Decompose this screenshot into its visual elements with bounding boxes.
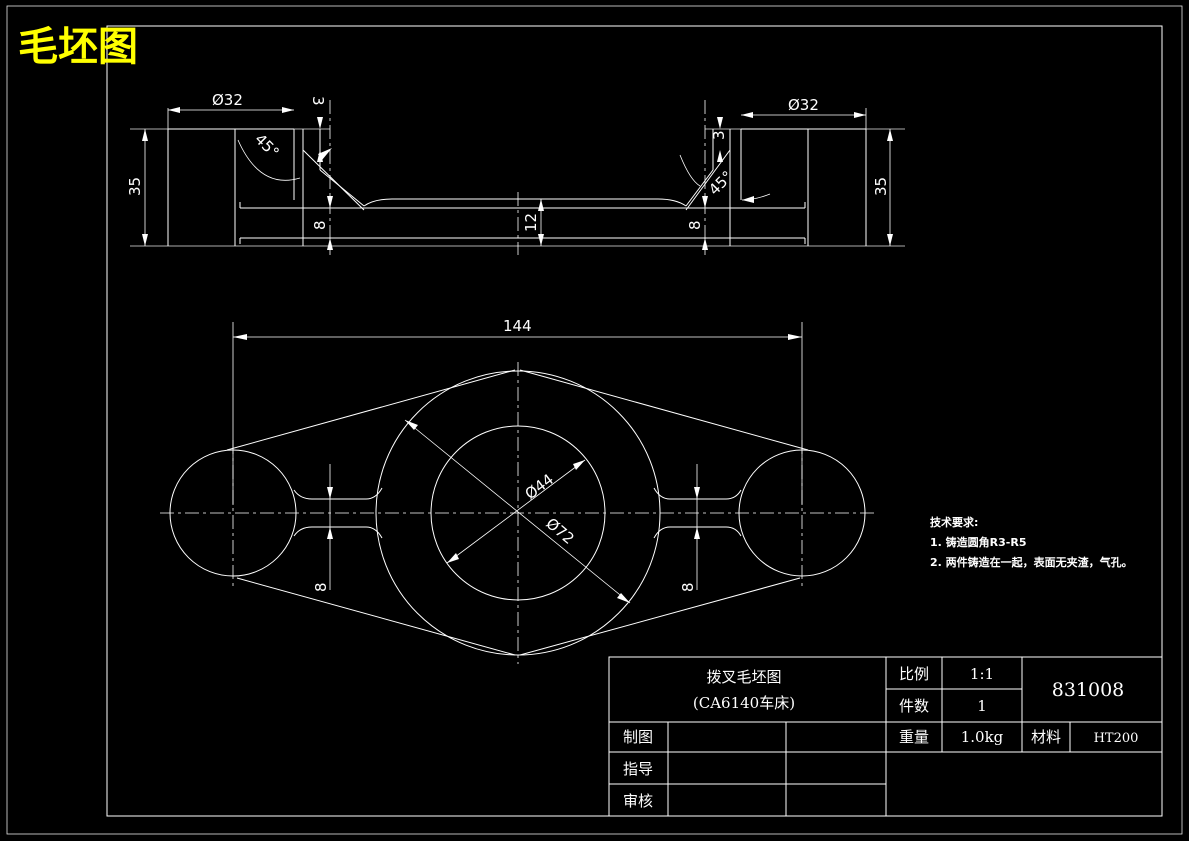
drawing-number: 831008: [1052, 679, 1125, 701]
dim-top-right-dia: Ø32: [788, 96, 819, 114]
material-label: 材料: [1031, 728, 1061, 746]
section-view: Ø32 Ø32 35 35 3 3 45° 45°: [126, 91, 905, 255]
outer-frame: [6, 5, 1183, 835]
dim-right-angle: 45°: [705, 167, 737, 199]
title-part-name: 拨叉毛坯图: [706, 668, 781, 686]
svg-text:2. 两件铸造在一起，表面无夹渣，气孔。: 2. 两件铸造在一起，表面无夹渣，气孔。: [930, 555, 1133, 569]
dim-overall-length: 144: [503, 317, 532, 335]
dim-top-left-dia: Ø32: [212, 91, 243, 109]
dim-left-chamfer: 3: [309, 96, 327, 106]
quantity-label: 件数: [899, 697, 929, 715]
scale-value: 1:1: [970, 665, 994, 683]
dim-left-rib: 8: [311, 220, 329, 230]
dim-right-height: 35: [872, 177, 890, 196]
checked-label: 审核: [623, 792, 653, 810]
dim-left-angle: 45°: [251, 130, 283, 162]
dim-left-height: 35: [126, 177, 144, 196]
material-value: HT200: [1094, 731, 1139, 746]
technical-notes: 技术要求: 1. 铸造圆角R3-R5 2. 两件铸造在一起，表面无夹渣，气孔。: [930, 515, 1133, 569]
dim-right-rib: 8: [686, 220, 704, 230]
weight-label: 重量: [899, 728, 929, 746]
dim-hub-inner-dia: Ø44: [522, 470, 558, 503]
instructor-label: 指导: [623, 760, 653, 778]
drawing-title: 毛坯图: [18, 24, 138, 70]
plan-view: 144 8 8 Ø44: [160, 317, 876, 664]
dim-right-chamfer: 3: [710, 130, 728, 140]
dim-plan-left-rib: 8: [312, 582, 330, 592]
dim-center-thickness: 12: [522, 213, 540, 232]
title-machine: (CA6140车床): [693, 694, 795, 712]
scale-label: 比例: [899, 665, 929, 683]
title-block: 拨叉毛坯图 (CA6140车床) 比例 1:1 件数 1 831008 重量 1…: [608, 656, 1163, 817]
quantity-value: 1: [977, 697, 987, 715]
dim-plan-right-rib: 8: [679, 582, 697, 592]
weight-value: 1.0kg: [961, 728, 1004, 746]
drawn-by-label: 制图: [623, 728, 653, 746]
svg-text:技术要求:: 技术要求:: [930, 515, 978, 529]
dim-hub-outer-dia: Ø72: [542, 514, 577, 548]
svg-text:1. 铸造圆角R3-R5: 1. 铸造圆角R3-R5: [930, 535, 1026, 549]
